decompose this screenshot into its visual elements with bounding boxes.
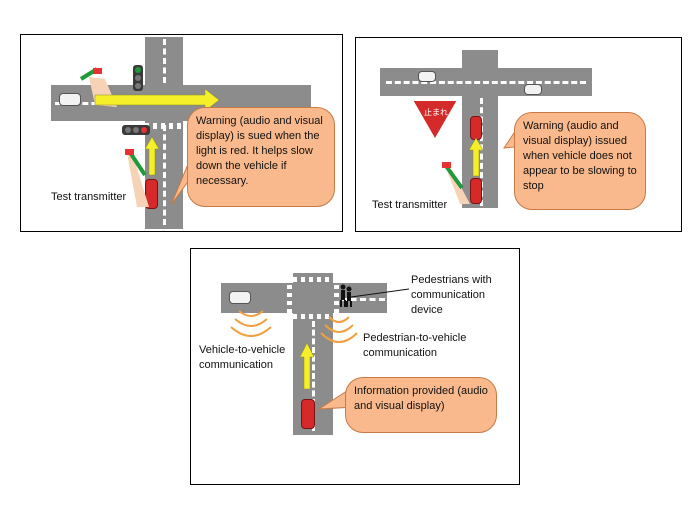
crosswalk (334, 283, 339, 313)
vehicle-path-arrow-icon (468, 137, 484, 177)
pedestrians-label: Pedestrians with communication device (411, 274, 492, 316)
lane-marking (163, 39, 166, 83)
white-car (524, 84, 542, 95)
red-test-car (145, 179, 158, 209)
crosswalk (145, 123, 183, 129)
transmitter-beam (127, 153, 149, 207)
pedestrian-leader-line (350, 288, 410, 298)
pedestrian-signal-wave-icon (320, 316, 358, 343)
information-callout: Information provided (audio and visual d… (345, 377, 497, 433)
lane-marking (312, 321, 315, 431)
red-test-car (301, 399, 315, 429)
pedestrian-to-vehicle-label: Pedestrian-to-vehicle communication (363, 332, 467, 359)
vehicle-path-arrow-icon (299, 342, 315, 390)
stop-sign-icon (410, 99, 460, 143)
vehicle-to-vehicle-label: Vehicle-to-vehicle communication (199, 344, 286, 371)
stop-warning-callout: Warning (audio and visual display) issue… (514, 112, 646, 210)
vehicle-path-arrow-icon (144, 136, 160, 176)
white-car (59, 93, 81, 106)
crosswalk (287, 283, 292, 313)
stop-sign-text: 止まれ (424, 108, 448, 117)
lane-marking (480, 98, 483, 206)
signal-warning-callout: Warning (audio and visual display) is su… (187, 107, 335, 207)
crosswalk (293, 277, 333, 282)
transmitter-flag-icon (125, 149, 134, 155)
panel-signal-warning: Warning (audio and visual display) is su… (20, 34, 343, 232)
white-car (229, 291, 251, 304)
panel-stop-warning: 止まれ Warning (audio and visual display) i… (355, 37, 682, 232)
panel-communication: Pedestrians with communication device Pe… (190, 248, 520, 485)
transmitter-pole-icon (444, 164, 464, 190)
lane-marking (341, 298, 385, 301)
lane-marking (386, 81, 586, 84)
vehicle-signal-wave-icon (230, 310, 272, 337)
crosswalk (293, 314, 333, 319)
transmitter-flag-icon (93, 68, 102, 74)
transmitter-flag-icon (442, 162, 451, 168)
signal-arrow-icon (94, 88, 220, 112)
test-transmitter-label: Test transmitter (51, 191, 127, 203)
white-car (418, 71, 436, 82)
red-test-car (470, 178, 482, 204)
pedestrian-icon (340, 284, 352, 307)
lane-marking (163, 125, 166, 225)
test-transmitter-label: Test transmitter (372, 199, 448, 211)
